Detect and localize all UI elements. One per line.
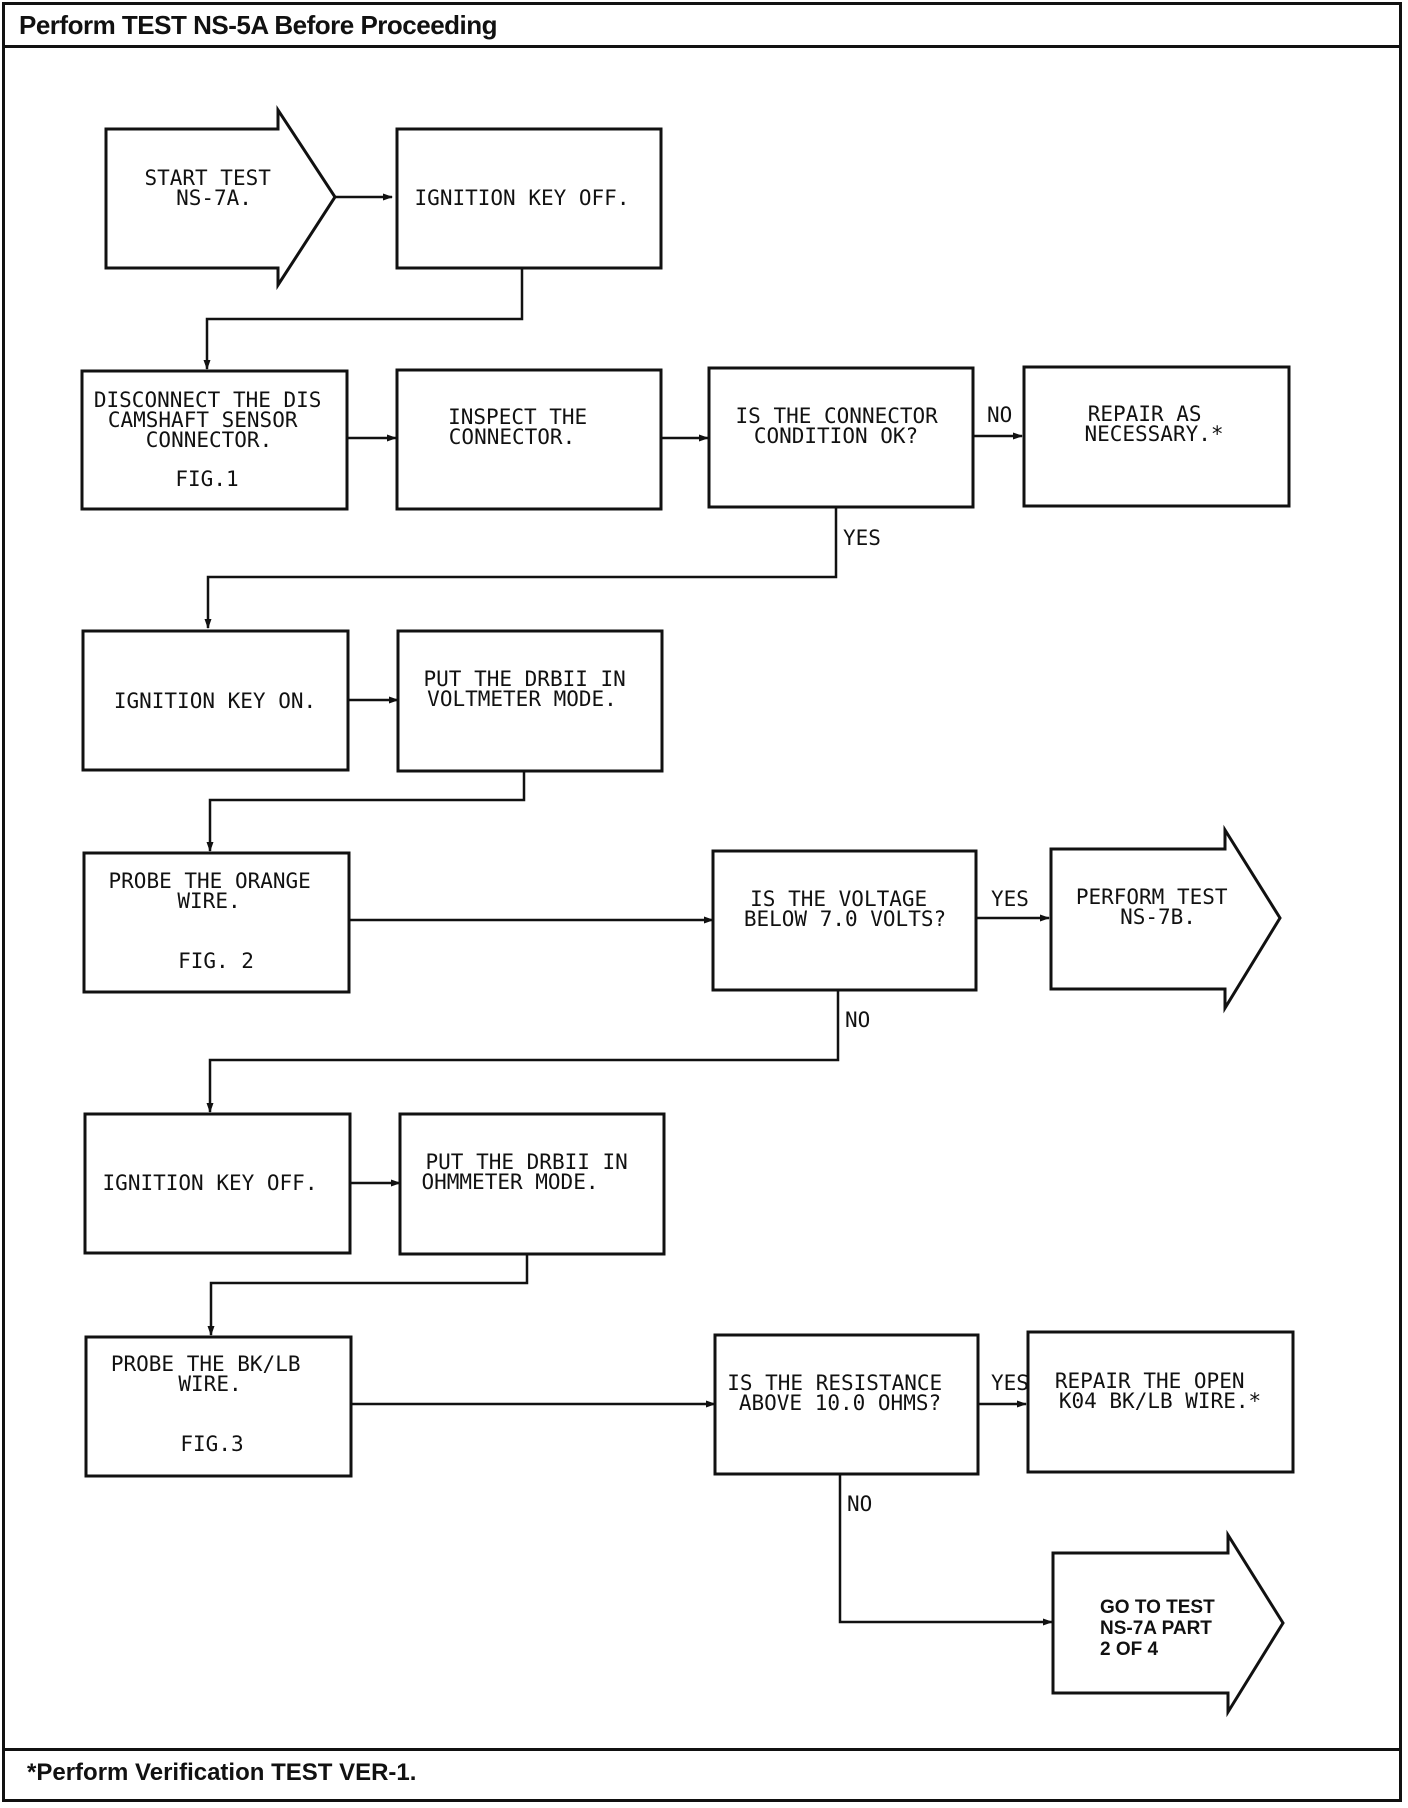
shapes	[80, 104, 1295, 1718]
resistance-yes-label: YES	[991, 1371, 1029, 1395]
node-probe-orange-wire	[82, 851, 351, 994]
node-inspect-connector	[395, 368, 663, 511]
probe-bklb-fig-label: FIG.3	[180, 1432, 243, 1456]
connector-yes-label: YES	[843, 526, 881, 550]
footer-note: *Perform Verification TEST VER-1.	[27, 1759, 417, 1786]
connectors	[203, 193, 1053, 1626]
connector-no-label: NO	[987, 403, 1012, 427]
node-ignition-key-off-1	[395, 127, 663, 270]
resistance-no-label: NO	[847, 1492, 872, 1516]
edge-voltage-no	[206, 990, 840, 1113]
probe-orange-text: PROBE THE ORANGE WIRE.	[109, 869, 324, 913]
disconnect-fig-label: FIG.1	[175, 467, 238, 491]
node-voltage-decision	[711, 849, 978, 992]
voltage-below-text: IS THE VOLTAGE BELOW 7.0 VOLTS?	[744, 887, 946, 931]
edge-connector-yes	[204, 507, 838, 629]
resistance-above-text: IS THE RESISTANCE ABOVE 10.0 OHMS?	[727, 1371, 955, 1415]
node-connector-ok-decision	[707, 366, 975, 509]
voltage-yes-label: YES	[991, 887, 1029, 911]
header-bar: Perform TEST NS-5A Before Proceeding	[5, 5, 1399, 48]
key-off-1-text: IGNITION KEY OFF.	[415, 186, 630, 210]
edge-keyoff-to-disconnect	[203, 268, 524, 370]
node-voltmeter-mode	[396, 629, 664, 773]
node-repair-as-necessary	[1022, 365, 1291, 508]
inspect-text: INSPECT THE CONNECTOR.	[448, 405, 600, 449]
page-title: Perform TEST NS-5A Before Proceeding	[19, 10, 498, 40]
node-texts: START TEST NS-7A. IGNITION KEY OFF. DISC…	[94, 166, 1261, 1660]
node-probe-bklb-wire	[84, 1335, 353, 1478]
key-off-2-text: IGNITION KEY OFF.	[103, 1171, 318, 1195]
go-to-test-arrow-shape	[1051, 1529, 1285, 1718]
footer-bar: *Perform Verification TEST VER-1.	[5, 1748, 1399, 1799]
voltage-no-label: NO	[845, 1008, 870, 1032]
perform-7b-arrow-shape	[1049, 824, 1282, 1014]
node-resistance-decision	[713, 1333, 980, 1476]
node-disconnect-connector	[80, 369, 349, 511]
edge-voltmode-to-probe-orange	[206, 771, 526, 852]
disconnect-text: DISCONNECT THE DIS CAMSHAFT SENSOR CONNE…	[94, 388, 334, 452]
node-repair-open-wire	[1026, 1330, 1295, 1474]
ohm-mode-text: PUT THE DRBII IN OHMMETER MODE.	[421, 1150, 640, 1194]
edge-labels: NO YES YES NO YES NO	[843, 403, 1029, 1516]
probe-bklb-text: PROBE THE BK/LB WIRE.	[111, 1352, 313, 1396]
node-ignition-key-off-2	[83, 1112, 352, 1255]
perform-7b-text: PERFORM TEST NS-7B.	[1076, 885, 1240, 929]
node-ignition-key-on	[81, 629, 350, 772]
probe-orange-fig-label: FIG. 2	[178, 949, 254, 973]
repair-open-text: REPAIR THE OPEN K04 BK/LB WIRE.*	[1055, 1369, 1261, 1413]
volt-mode-text: PUT THE DRBII IN VOLTMETER MODE.	[424, 667, 639, 711]
start-arrow-shape	[104, 104, 337, 291]
repair-as-necessary-text: REPAIR AS NECESSARY.*	[1084, 402, 1223, 446]
connector-ok-text: IS THE CONNECTOR CONDITION OK?	[736, 404, 951, 448]
start-text: START TEST NS-7A.	[144, 166, 283, 210]
key-on-text: IGNITION KEY ON.	[114, 689, 316, 713]
edge-resistance-no	[838, 1474, 1053, 1626]
edge-ohmmode-to-probe-bklb	[207, 1254, 529, 1336]
node-ohmmeter-mode	[398, 1112, 666, 1256]
go-to-test-text: GO TO TEST NS-7A PART 2 OF 4	[1100, 1597, 1220, 1660]
